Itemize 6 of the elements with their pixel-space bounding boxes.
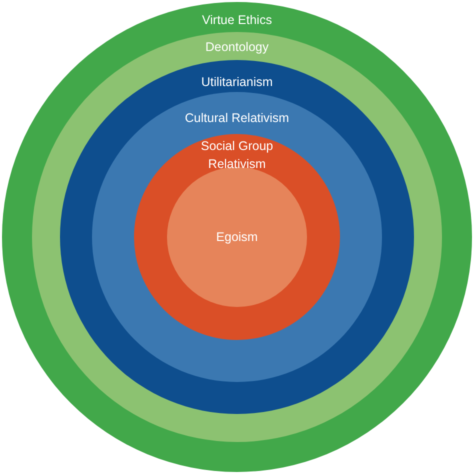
ring-label: Deontology xyxy=(205,39,269,56)
ring-label: Utilitarianism xyxy=(201,74,273,91)
ring-label: Cultural Relativism xyxy=(184,110,290,127)
ring-label: Social Group Relativism xyxy=(200,138,274,173)
ring-label: Virtue Ethics xyxy=(202,12,272,29)
ring-label: Egoism xyxy=(216,229,258,246)
